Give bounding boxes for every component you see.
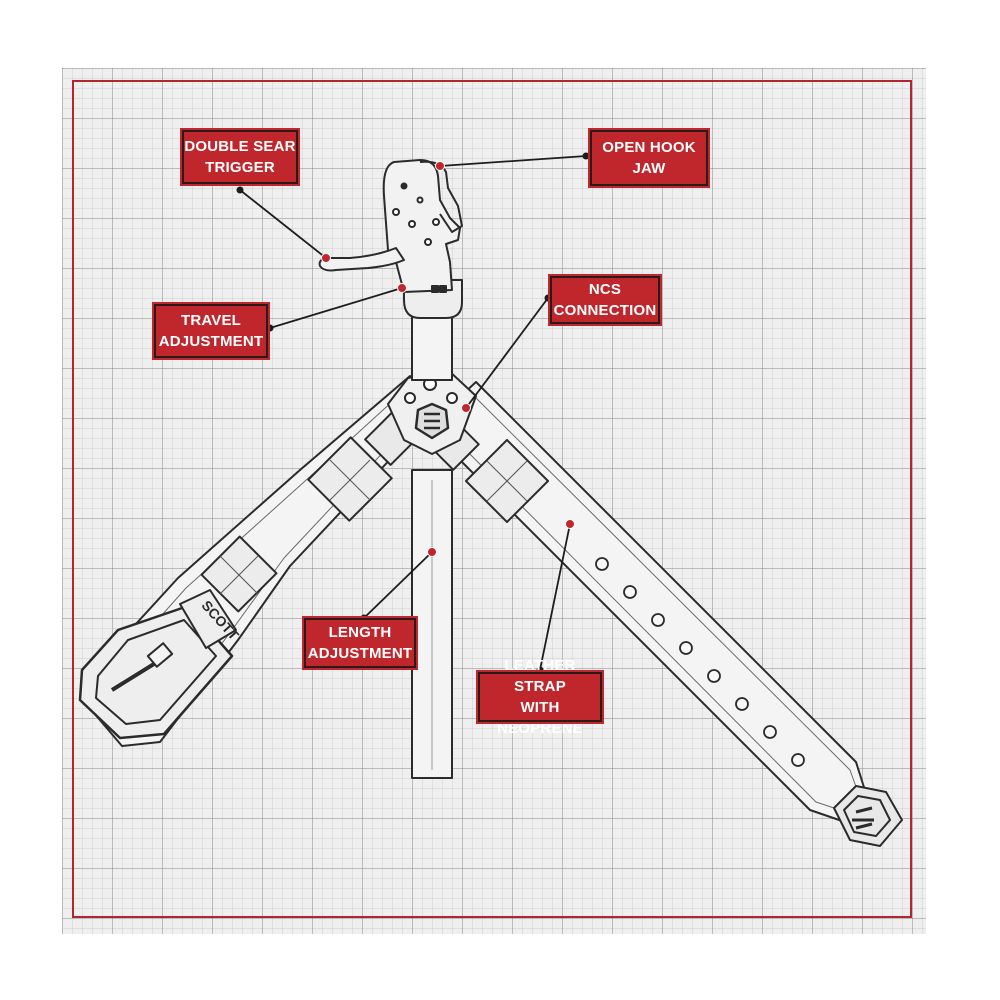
strap-end-hex-logo: [833, 785, 903, 847]
callout-line: TRAVEL: [180, 312, 242, 329]
marker-dot-trigger: [321, 253, 331, 263]
leader-ncs-connection: [465, 297, 549, 409]
callout-travel-adjustment: TRAVEL ADJUSTMENT: [152, 302, 270, 360]
marker-dot-hook-jaw: [435, 161, 445, 171]
callout-line: LENGTH: [328, 624, 392, 641]
red-border-frame: [72, 80, 912, 918]
callout-length-adjustment: LENGTH ADJUSTMENT: [302, 616, 418, 670]
strap-holes: [595, 557, 805, 767]
trigger: [318, 247, 405, 272]
marker-dot-travel: [397, 283, 407, 293]
marker-dot-length: [427, 547, 437, 557]
callout-line: JAW: [632, 160, 666, 177]
callout-line: WITH NEOPRENE: [497, 699, 583, 737]
release-head: [382, 159, 463, 381]
callout-line: LEATHER STRAP: [504, 657, 576, 695]
leader-leather-strap: [539, 523, 571, 671]
callout-double-sear-trigger: DOUBLE SEAR TRIGGER: [180, 128, 300, 186]
callout-open-hook-jaw: OPEN HOOK JAW: [588, 128, 710, 188]
callout-ncs-connection: NCS CONNECTION: [548, 274, 662, 326]
callout-line: TRIGGER: [205, 159, 275, 176]
callout-line: ADJUSTMENT: [307, 645, 413, 662]
callout-line: DOUBLE SEAR: [184, 138, 296, 155]
callout-line: NCS: [588, 281, 622, 298]
marker-dot-ncs: [461, 403, 471, 413]
pivot-hub: [387, 369, 477, 455]
callout-line: ADJUSTMENT: [158, 333, 264, 350]
leather-strap-right: [428, 381, 869, 823]
callout-line: OPEN HOOK: [602, 139, 696, 156]
scott-logo-plate: [179, 589, 237, 649]
callout-line: CONNECTION: [553, 302, 657, 319]
callout-leather-strap: LEATHER STRAP WITH NEOPRENE: [476, 657, 604, 737]
marker-dot-strap: [565, 519, 575, 529]
leader-open-hook-jaw: [439, 155, 587, 167]
leader-travel-adjustment: [269, 287, 403, 329]
leader-length-adjustment: [363, 551, 433, 619]
leader-double-sear-trigger: [239, 189, 327, 259]
